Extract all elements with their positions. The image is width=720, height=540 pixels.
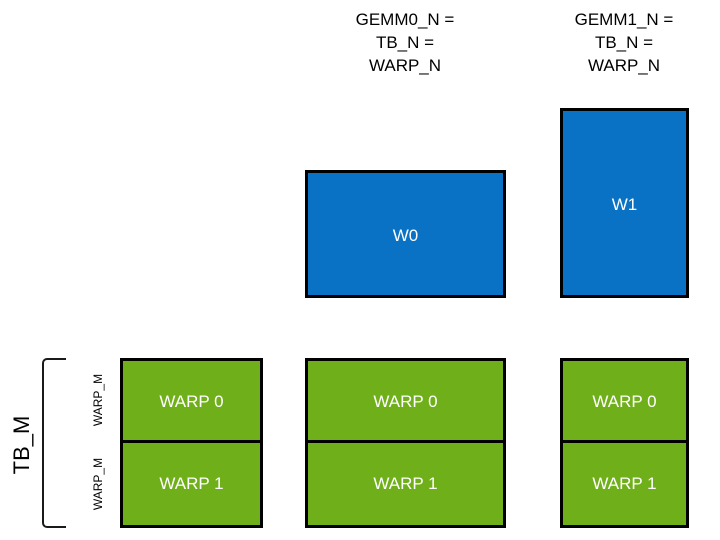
warp-tile-w1-label: W1 (611, 195, 638, 214)
column-header-gemm1: GEMM1_N = TB_N = WARP_N (574, 10, 674, 75)
dimension-label-tb-m: TB_M (9, 415, 34, 475)
warp-cell-left-1: WARP 1 (120, 440, 263, 528)
warp-tile-w0: W0 (305, 170, 506, 298)
warp-cell-right-1: WARP 1 (560, 440, 689, 528)
tb-m-bracket (42, 358, 66, 528)
warp-cell-middle-0-label: WARP 0 (373, 392, 438, 411)
warp-column-right: WARP 0 WARP 1 (560, 358, 689, 528)
warp-column-middle: WARP 0 WARP 1 (305, 358, 506, 528)
warp-tile-w0-label: W0 (392, 226, 419, 245)
warp-cell-right-0-label: WARP 0 (592, 392, 657, 411)
dimension-label-warp-m-bottom: WARP_M (91, 457, 105, 511)
warp-cell-middle-1-label: WARP 1 (373, 474, 438, 493)
warp-cell-right-1-label: WARP 1 (592, 474, 657, 493)
warp-cell-left-0-label: WARP 0 (159, 392, 224, 411)
warp-column-left: WARP 0 WARP 1 (120, 358, 263, 528)
column-header-gemm0: GEMM0_N = TB_N = WARP_N (355, 10, 455, 75)
warp-tile-w1: W1 (560, 108, 689, 298)
warp-cell-right-0: WARP 0 (560, 358, 689, 446)
warp-cell-left-0: WARP 0 (120, 358, 263, 446)
warp-cell-left-1-label: WARP 1 (159, 474, 224, 493)
dimension-label-warp-m-top: WARP_M (91, 373, 105, 427)
warp-cell-middle-1: WARP 1 (305, 440, 506, 528)
warp-cell-middle-0: WARP 0 (305, 358, 506, 446)
